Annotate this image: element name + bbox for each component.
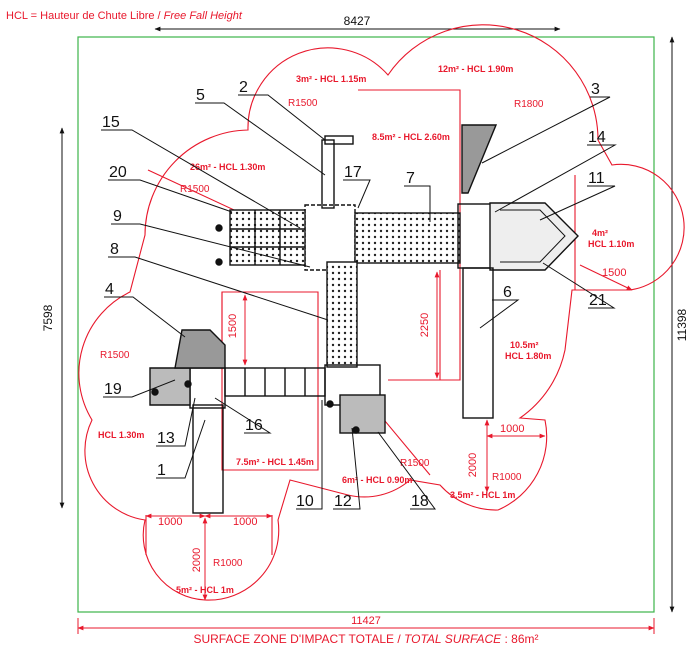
svg-text:11398: 11398	[675, 308, 689, 341]
callout-3: 3	[591, 81, 600, 98]
zone-4-hcl: HCL 1.10m	[588, 239, 634, 249]
zone-4: 4m²	[592, 228, 608, 238]
dim-2250: 2250	[419, 313, 431, 337]
radius-r1500-left: R1500	[100, 350, 130, 361]
dimension-right: 11398	[669, 36, 689, 613]
zone-8-5: 8.5m² - HCL 2.60m	[372, 132, 450, 142]
zone-10-5: 10.5m²	[510, 340, 539, 350]
dimension-bottom: 11427	[77, 615, 655, 634]
inner-zones	[145, 89, 576, 555]
svg-text:11427: 11427	[351, 615, 381, 627]
dim-1000-left: 1000	[158, 516, 182, 528]
callout-4: 4	[105, 281, 114, 298]
zone-5: 5m² - HCL 1m	[176, 585, 234, 595]
zone-26: 26m² - HCL 1.30m	[190, 162, 265, 172]
callout-2: 2	[239, 79, 248, 96]
play-structure	[149, 124, 579, 514]
radius-r1800: R1800	[514, 99, 544, 110]
callout-leaders	[101, 94, 617, 510]
radius-r1500-bottom: R1500	[400, 458, 430, 469]
zone-10-5-hcl: HCL 1.80m	[505, 351, 551, 361]
dim-1000-mid: 1000	[233, 516, 257, 528]
callout-17: 17	[344, 164, 362, 181]
small-dimensions	[145, 264, 633, 601]
radius-labels: R1500 R1800 R1500 R1500 R1500 R1000 R100…	[100, 98, 544, 569]
radius-r1000-right: R1000	[492, 472, 522, 483]
callout-1: 1	[157, 462, 166, 479]
dim-2000-right: 2000	[467, 453, 479, 477]
dim-1000-right: 1000	[500, 423, 524, 435]
svg-text:7598: 7598	[41, 304, 55, 331]
svg-text:8427: 8427	[344, 14, 371, 28]
callout-7: 7	[406, 170, 415, 187]
radius-r1500-top: R1500	[288, 98, 318, 109]
callout-11: 11	[588, 170, 605, 187]
zone-7-5: 7.5m² - HCL 1.45m	[236, 457, 314, 467]
zone-12: 12m² - HCL 1.90m	[438, 64, 513, 74]
zone-left: HCL 1.30m	[98, 430, 144, 440]
zone-6: 6m² - HCL 0.90m	[342, 475, 412, 485]
radius-r1500-upper-left: R1500	[180, 184, 210, 195]
zone-3: 3m² - HCL 1.15m	[296, 74, 366, 84]
callout-9: 9	[113, 208, 122, 225]
site-boundary	[77, 36, 655, 613]
dimension-left: 7598	[41, 127, 65, 509]
zone-labels: 3m² - HCL 1.15m 12m² - HCL 1.90m 8.5m² -…	[98, 64, 634, 595]
callouts: 1 2 3 4 5 6 7 8 9 10 11 12 13 14 15 16 1…	[102, 79, 607, 510]
callout-19: 19	[104, 381, 122, 398]
callout-16: 16	[245, 417, 263, 434]
callout-18: 18	[411, 493, 429, 510]
total-surface-label: SURFACE ZONE D'IMPACT TOTALE / TOTAL SUR…	[193, 632, 538, 646]
callout-10: 10	[296, 493, 314, 510]
radius-r1000-bottom: R1000	[213, 558, 243, 569]
callout-20: 20	[109, 164, 127, 181]
dimension-top: 8427	[154, 14, 561, 32]
callout-21: 21	[589, 292, 607, 309]
impact-zone-outline	[78, 24, 685, 601]
callout-14: 14	[588, 129, 606, 146]
dim-1500-side: 1500	[602, 267, 626, 279]
callout-6: 6	[503, 284, 512, 301]
zone-3-5: 3.5m² - HCL 1m	[450, 490, 515, 500]
legend-text: HCL = Hauteur de Chute Libre / Free Fall…	[6, 10, 243, 22]
callout-13: 13	[157, 430, 175, 447]
callout-15: 15	[102, 114, 120, 131]
callout-5: 5	[196, 87, 205, 104]
callout-8: 8	[110, 241, 119, 258]
callout-12: 12	[334, 493, 352, 510]
dim-2000-bottom: 2000	[191, 548, 203, 572]
dim-1500-vertical: 1500	[227, 314, 239, 338]
